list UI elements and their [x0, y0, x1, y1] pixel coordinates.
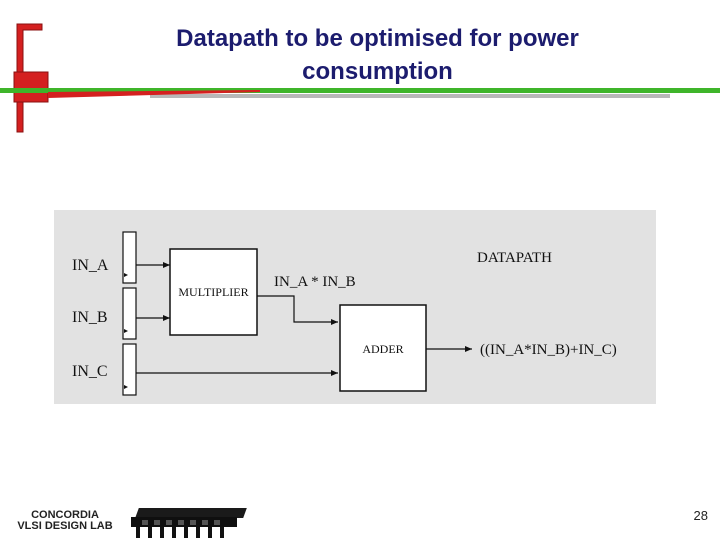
- datapath-diagram: IN_A IN_B IN_C MULTIPLIER IN_A * IN_B AD…: [72, 231, 617, 396]
- multiplier-block: [169, 248, 258, 336]
- slide-title: Datapath to be optimised for power consu…: [120, 22, 635, 88]
- adder-block: [339, 304, 427, 392]
- green-title-rule: [0, 88, 720, 93]
- title-line-2: consumption: [302, 58, 453, 85]
- red-wedge-line: [48, 90, 260, 98]
- register-in-c: [122, 343, 137, 396]
- grey-shadow-rule: [150, 94, 670, 98]
- wire-product-to-adder: [257, 295, 338, 325]
- input-label-in-c: IN_C: [72, 363, 108, 380]
- logo-line-1: CONCORDIA: [31, 509, 99, 521]
- logo-line-2: VLSI DESIGN LAB: [17, 520, 113, 532]
- register-clock-a: [124, 273, 128, 277]
- input-label-in-b: IN_B: [72, 309, 108, 326]
- register-in-b: [122, 287, 137, 340]
- title-line-1: Datapath to be optimised for power: [176, 25, 579, 52]
- register-clock-c: [124, 385, 128, 389]
- output-label: ((IN_A*IN_B)+IN_C): [480, 342, 617, 358]
- red-corner-square: [13, 71, 49, 103]
- datapath-label: DATAPATH: [477, 250, 552, 266]
- datapath-diagram-panel: IN_A IN_B IN_C MULTIPLIER IN_A * IN_B AD…: [54, 210, 656, 404]
- input-label-in-a: IN_A: [72, 257, 109, 274]
- adder-label: ADDER: [362, 342, 403, 356]
- page-number: 28: [693, 508, 708, 523]
- multiplier-label: MULTIPLIER: [178, 285, 248, 299]
- footer-logo: CONCORDIA VLSI DESIGN LAB: [0, 507, 260, 540]
- slide-decoration: [0, 23, 720, 133]
- chip-icon: [131, 508, 247, 538]
- product-label: IN_A * IN_B: [274, 274, 356, 290]
- register-clock-b: [124, 329, 128, 333]
- register-in-a: [122, 231, 137, 284]
